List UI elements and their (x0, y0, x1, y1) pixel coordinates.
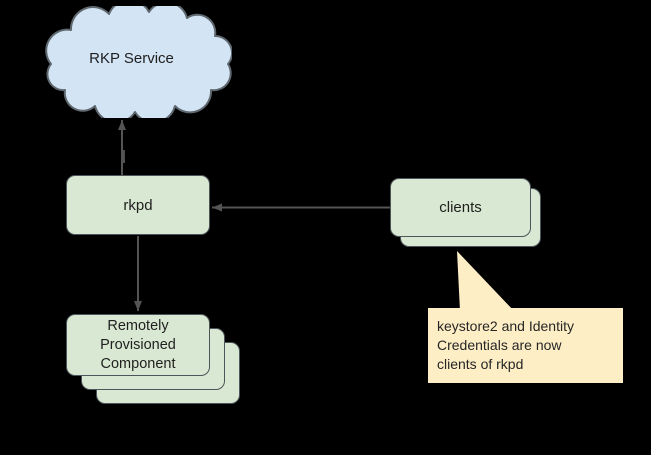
rpc-label-line-2: Provisioned (100, 337, 176, 353)
rkpd-label: rkpd (123, 197, 153, 214)
rpc-label-line-3: Component (100, 356, 176, 372)
rkp-service-label: RKP Service (89, 50, 174, 67)
clients-label: clients (439, 199, 482, 216)
cloud-shape-icon (45, 0, 234, 124)
connector-joint-mark (122, 150, 125, 163)
callout-line-2: Credentials are now (437, 337, 562, 353)
node-rkp-service: RKP Service (45, 0, 234, 124)
callout-line-3: clients of rkpd (437, 356, 524, 372)
callout-tail-icon (457, 251, 514, 311)
callout-text: keystore2 and Identity Credentials are n… (428, 308, 623, 383)
node-rkpd: rkpd (66, 175, 210, 235)
annotation-callout: keystore2 and Identity Credentials are n… (428, 249, 624, 384)
callout-line-1: keystore2 and Identity (437, 318, 574, 334)
node-clients: clients (390, 178, 531, 237)
node-remotely-provisioned-component: Remotely Provisioned Component (66, 314, 210, 376)
rpc-label: Remotely Provisioned Component (67, 317, 209, 374)
rpc-label-line-1: Remotely (107, 318, 169, 334)
